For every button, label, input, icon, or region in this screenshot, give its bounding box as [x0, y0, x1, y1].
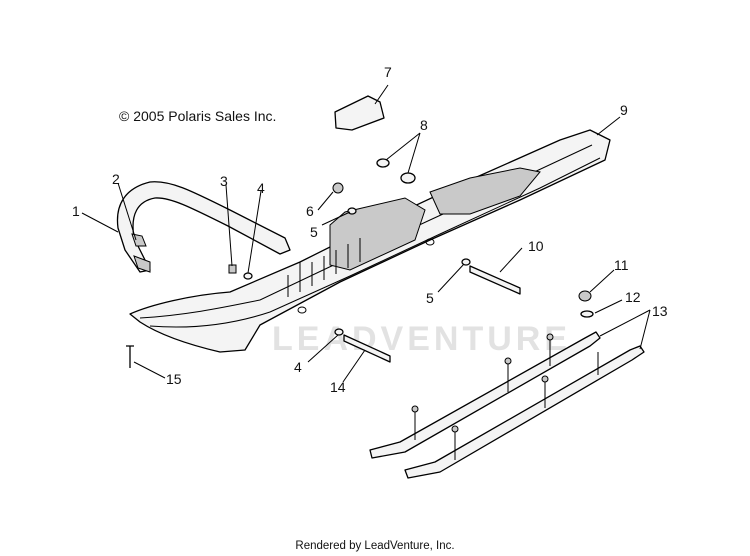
callout-3: 3	[220, 173, 228, 189]
callout-14: 14	[330, 379, 346, 395]
callout-15: 15	[166, 371, 182, 387]
callout-10: 10	[528, 238, 544, 254]
callout-4a: 4	[257, 180, 265, 196]
copyright-text: © 2005 Polaris Sales Inc.	[119, 108, 277, 124]
hardware	[126, 158, 594, 368]
callout-numbers: 1 2 3 4 4 5 5 6 7 8 9 10 11 12 13 14 15	[72, 64, 668, 395]
callout-1: 1	[72, 203, 80, 219]
callout-8: 8	[420, 117, 428, 133]
callout-2: 2	[112, 171, 120, 187]
callout-4b: 4	[294, 359, 302, 375]
footer-credit: Rendered by LeadVenture, Inc.	[295, 540, 455, 552]
callout-7: 7	[384, 64, 392, 80]
callout-12: 12	[625, 289, 641, 305]
callout-5a: 5	[310, 224, 318, 240]
ski-body	[129, 129, 611, 353]
carbide-runners	[369, 331, 645, 479]
callout-11: 11	[614, 257, 629, 273]
callout-13: 13	[652, 303, 668, 319]
callout-9: 9	[620, 102, 628, 118]
callout-6: 6	[306, 203, 314, 219]
watermark-text: LEADVENTURE	[272, 320, 571, 358]
leader-lines	[81, 84, 651, 383]
saddle-block	[334, 95, 385, 131]
callout-5b: 5	[426, 290, 434, 306]
